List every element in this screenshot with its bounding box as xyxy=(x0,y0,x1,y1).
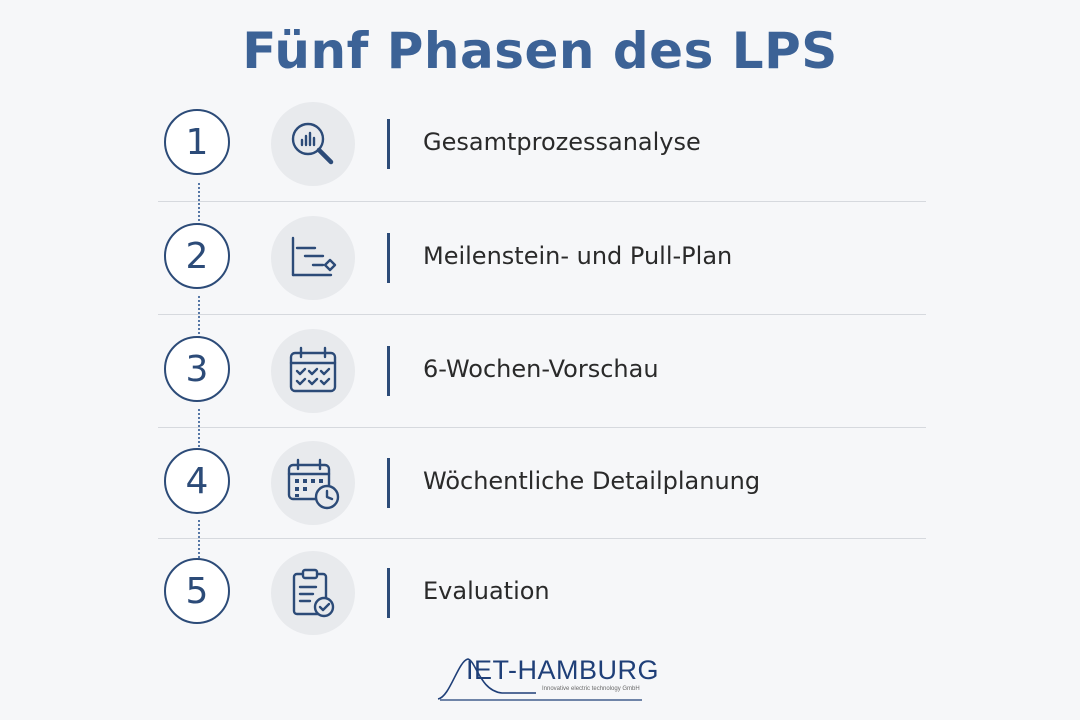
calendar-checks-icon xyxy=(271,329,355,413)
milestone-gantt-icon xyxy=(271,216,355,300)
separator-bar xyxy=(387,346,390,396)
logo-wave-graphic xyxy=(437,658,642,701)
connector-line xyxy=(198,520,200,562)
row-divider xyxy=(158,538,926,539)
phase-number-5: 5 xyxy=(164,558,230,624)
phase-number-2: 2 xyxy=(164,223,230,289)
company-logo: IET-HAMBURG Innovative electric technolo… xyxy=(436,655,659,705)
phase-row-2: 2 Meilenstein- und Pull-Plan xyxy=(0,216,1080,300)
phase-number-3: 3 xyxy=(164,336,230,402)
connector-line xyxy=(198,409,200,451)
logo-tagline: Innovative electric technology GmbH xyxy=(542,686,640,692)
phase-number-4: 4 xyxy=(164,448,230,514)
phase-label-1: Gesamtprozessanalyse xyxy=(423,128,701,156)
magnifier-chart-icon xyxy=(271,102,355,186)
phase-row-5: 5 Evaluation xyxy=(0,551,1080,635)
phase-row-3: 3 6-Wochen-Vorschau xyxy=(0,329,1080,413)
separator-bar xyxy=(387,568,390,618)
phase-label-2: Meilenstein- und Pull-Plan xyxy=(423,242,733,270)
calendar-clock-icon xyxy=(271,441,355,525)
row-divider xyxy=(158,427,926,428)
row-divider xyxy=(158,201,926,202)
separator-bar xyxy=(387,458,390,508)
phase-row-1: 1 Gesamtprozessanalyse xyxy=(0,102,1080,186)
connector-line xyxy=(198,296,200,338)
page-title: Fünf Phasen des LPS xyxy=(242,22,838,80)
phase-number-1: 1 xyxy=(164,109,230,175)
row-divider xyxy=(158,314,926,315)
phase-label-3: 6-Wochen-Vorschau xyxy=(423,355,659,383)
phase-label-4: Wöchentliche Detailplanung xyxy=(423,467,761,495)
connector-line xyxy=(198,183,200,225)
phase-row-4: 4 Wöchentliche Detailplanung xyxy=(0,441,1080,525)
phase-label-5: Evaluation xyxy=(423,577,550,605)
clipboard-check-icon xyxy=(271,551,355,635)
logo-name: IET-HAMBURG xyxy=(466,655,660,685)
separator-bar xyxy=(387,233,390,283)
separator-bar xyxy=(387,119,390,169)
